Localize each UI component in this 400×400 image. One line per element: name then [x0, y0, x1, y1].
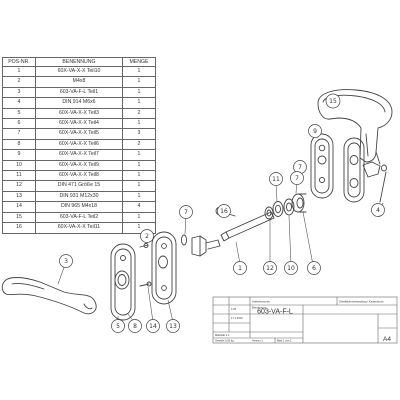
svg-text:7: 7	[298, 164, 302, 171]
svg-text:13: 13	[169, 323, 177, 330]
qty-cell: 3	[122, 128, 156, 140]
svg-text:7: 7	[184, 209, 188, 216]
part-14-screws	[139, 243, 152, 287]
svg-text:9: 9	[313, 128, 317, 135]
svg-text:7: 7	[295, 175, 299, 182]
title-label-date: 17.1.2019	[231, 316, 243, 320]
title-label-name: Benennung	[252, 306, 267, 310]
svg-text:14: 14	[149, 323, 157, 330]
part-1-spindle	[220, 211, 275, 242]
qty-cell: 1	[122, 211, 156, 224]
qty-cell: 1	[122, 65, 156, 78]
sheet-size: A4	[383, 336, 391, 343]
part-lower-rosette-cover	[151, 231, 177, 305]
part-13-hex-bolt	[191, 235, 221, 257]
callout-16: 16	[217, 204, 231, 218]
title-block: Artikelnummer Oberflächenbehandlung / Ka…	[212, 296, 398, 344]
callout-1: 1	[233, 261, 247, 275]
part-3-lever-handle	[1, 277, 97, 315]
qty-cell: 2	[122, 138, 156, 151]
callout-9: 9	[308, 124, 322, 138]
title-label-weight: Gewicht 0,00 kg	[215, 339, 234, 343]
callout-12: 12	[263, 261, 277, 275]
svg-text:16: 16	[220, 208, 228, 215]
svg-text:11: 11	[272, 176, 280, 183]
part-9-rosette-plate	[310, 133, 334, 199]
qty-cell: 1	[122, 190, 156, 203]
callout-13: 13	[166, 319, 180, 333]
qty-cell: 4	[122, 201, 156, 213]
callout-4: 4	[371, 203, 385, 217]
svg-text:4: 4	[376, 207, 380, 214]
callout-10: 10	[284, 261, 298, 275]
part-6-spacer-ring	[291, 193, 307, 213]
callout-5: 5	[111, 319, 125, 333]
svg-text:8: 8	[133, 323, 137, 330]
callout-14: 14	[146, 319, 160, 333]
title-label-date-code: 1:05	[231, 307, 237, 311]
title-label-article: Artikelnummer	[252, 300, 270, 304]
svg-text:3: 3	[64, 258, 68, 265]
callout-8: 8	[128, 319, 142, 333]
svg-text:15: 15	[329, 98, 337, 105]
svg-text:1: 1	[238, 265, 242, 272]
callout-7-lower: 7	[179, 205, 193, 219]
part-7-washer	[181, 234, 187, 246]
callout-11: 11	[269, 172, 283, 186]
qty-cell: 1	[122, 149, 156, 161]
svg-text:5: 5	[116, 323, 120, 330]
callout-2: 2	[140, 229, 154, 243]
qty-cell: 1	[122, 118, 156, 130]
drawing-number: 603-VA-F-L	[257, 309, 293, 316]
svg-text:10: 10	[287, 265, 295, 272]
svg-text:6: 6	[312, 265, 316, 272]
qty-cell: 1	[122, 76, 156, 88]
title-label-scale: Maßstab 1:1	[215, 333, 230, 337]
part-5-rosette-lower	[110, 243, 136, 321]
qty-cell: 1	[122, 170, 156, 182]
callout-6: 6	[307, 261, 321, 275]
svg-text:12: 12	[266, 265, 274, 272]
callout-15: 15	[325, 93, 341, 109]
callout-7-mid: 7	[290, 171, 304, 185]
qty-cell: 1	[122, 86, 156, 99]
part-4-set-screw	[379, 164, 387, 203]
qty-cell: 1	[122, 222, 156, 234]
part-10-washer	[283, 198, 295, 216]
title-label-sheet: Blatt 1 von 1	[277, 339, 292, 343]
parts-list-header-row: POS-NR. BENENNUNG MENGE	[2, 57, 156, 67]
part-8-rosette-upper	[343, 137, 365, 203]
callout-3: 3	[59, 254, 73, 268]
qty-cell: 1	[122, 97, 156, 109]
title-label-surface: Oberflächenbehandlung / Kantenbruch	[339, 300, 384, 304]
title-label-version: Version 1	[252, 339, 263, 343]
spindle-upper	[362, 151, 381, 178]
part-11-bushing	[272, 201, 284, 217]
qty-cell: 1	[122, 180, 156, 192]
svg-text:2: 2	[145, 233, 149, 240]
qty-cell: 1	[122, 159, 156, 172]
qty-cell: 2	[122, 107, 156, 120]
